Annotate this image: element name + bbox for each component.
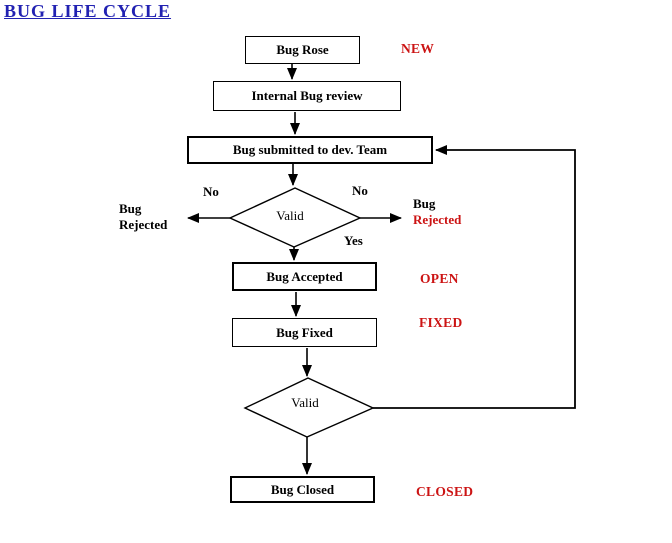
node-bug-rose-label: Bug Rose	[276, 42, 329, 57]
status-label-new: NEW	[401, 41, 435, 56]
branch-label-yes: Yes	[344, 233, 363, 248]
status-label-open: OPEN	[420, 271, 459, 286]
page-title: BUG LIFE CYCLE	[4, 1, 172, 21]
outcome-bug-rejected-left: Bug Rejected	[119, 201, 167, 233]
node-bug-fixed-label: Bug Fixed	[276, 324, 333, 340]
status-label-fixed: FIXED	[419, 315, 463, 330]
node-bug-submitted-label: Bug submitted to dev. Team	[232, 142, 388, 157]
node-bug-closed-label: Bug Closed	[270, 481, 335, 497]
outcome-right-line1: Bug	[413, 196, 436, 211]
status-label-closed: CLOSED	[416, 484, 474, 499]
outcome-bug-rejected-right: Bug Rejected	[413, 196, 461, 228]
node-bug-submitted-to-dev-team: Bug submitted to dev. Team	[187, 136, 433, 164]
feedback-loop-valid2-to-submitted	[373, 145, 576, 409]
node-internal-bug-review-label: Internal Bug review	[251, 88, 363, 103]
node-internal-bug-review: Internal Bug review	[213, 81, 401, 111]
node-bug-accepted-label: Bug Accepted	[266, 268, 343, 284]
branch-label-no-right: No	[352, 183, 368, 198]
outcome-left-line1: Bug	[119, 201, 142, 216]
node-bug-closed: Bug Closed	[230, 476, 375, 503]
outcome-right-line2: Rejected	[413, 212, 462, 227]
decision-valid-2-label: Valid	[291, 395, 319, 410]
node-bug-fixed: Bug Fixed	[232, 318, 377, 347]
outcome-left-line2: Rejected	[119, 217, 168, 232]
node-bug-accepted: Bug Accepted	[232, 262, 377, 291]
branch-label-no-left: No	[203, 184, 219, 199]
decision-valid-1-label: Valid	[276, 208, 304, 223]
node-bug-rose: Bug Rose	[245, 36, 360, 64]
